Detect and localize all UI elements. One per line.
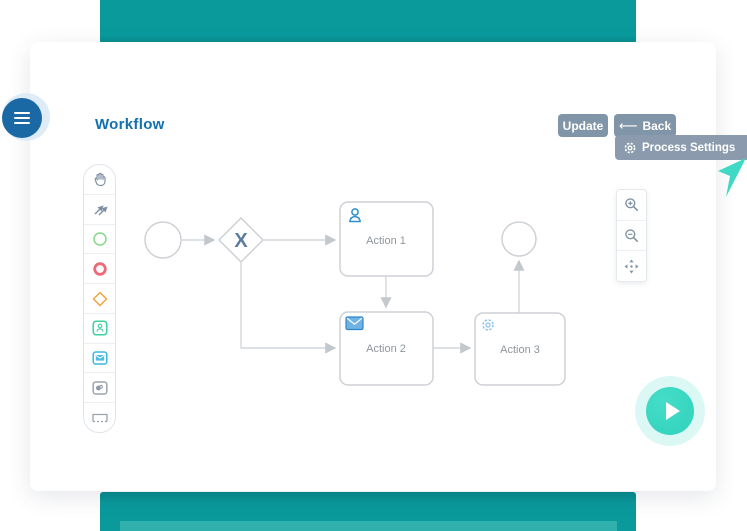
gear-icon <box>624 142 636 153</box>
zoom-in-icon <box>625 198 638 212</box>
palette-item-send-task[interactable] <box>84 342 115 373</box>
start-event-icon <box>92 232 107 246</box>
palette-item-service-task[interactable] <box>84 372 115 402</box>
palette-item-participant[interactable] <box>84 402 115 432</box>
palette-item-user-task[interactable] <box>84 312 115 343</box>
fit-viewport-icon <box>624 259 639 274</box>
play-icon <box>665 402 680 420</box>
send-task-icon <box>91 351 108 365</box>
palette-item-end-event[interactable] <box>84 253 115 283</box>
end-event-icon <box>92 262 107 276</box>
palette-item-connect-tool[interactable] <box>84 193 115 224</box>
zoom-out-button[interactable] <box>617 219 646 251</box>
zoom-out-icon <box>625 229 638 242</box>
shape-palette <box>83 164 116 433</box>
cursor-arrow-icon <box>718 158 746 197</box>
process-settings-label: Process Settings <box>642 141 736 154</box>
fit-viewport-button[interactable] <box>617 250 646 282</box>
back-button-label: Back <box>642 118 672 133</box>
node-action-1[interactable]: Action 1 <box>339 201 434 277</box>
edge-gateway-action2 <box>240 262 337 354</box>
service-gear-icon <box>482 319 494 331</box>
node-label: Action 3 <box>500 344 540 356</box>
node-action-2[interactable]: Action 2 <box>339 311 434 386</box>
node-start-event[interactable] <box>144 221 182 259</box>
palette-item-start-event[interactable] <box>84 223 115 254</box>
palette-item-gateway[interactable] <box>84 283 115 313</box>
update-button[interactable]: Update <box>558 114 608 137</box>
workflow-canvas: X Action 1 Action 2 <box>144 201 566 386</box>
palette-item-hand-tool[interactable] <box>84 165 115 194</box>
participant-icon <box>91 413 108 422</box>
gateway-icon <box>92 291 107 306</box>
top-accent-band <box>100 0 636 44</box>
process-settings-button[interactable]: Process Settings <box>615 135 747 160</box>
envelope-icon <box>345 316 364 331</box>
menu-button[interactable] <box>2 98 42 138</box>
user-task-icon <box>91 320 108 336</box>
bottom-accent-strip <box>120 521 617 531</box>
update-button-label: Update <box>562 118 604 133</box>
zoom-in-button[interactable] <box>617 190 646 220</box>
back-button[interactable]: ⟵ Back <box>614 114 676 137</box>
hamburger-icon <box>14 112 30 114</box>
service-task-icon <box>91 381 108 395</box>
node-label: Action 2 <box>366 343 406 355</box>
hand-tool-icon <box>94 173 106 187</box>
user-icon <box>349 208 361 223</box>
node-end-event[interactable] <box>501 221 537 257</box>
gateway-x-label: X <box>234 230 248 252</box>
node-action-3[interactable]: Action 3 <box>474 312 566 386</box>
zoom-controls <box>616 189 647 282</box>
back-arrow-icon: ⟵ <box>618 118 638 133</box>
play-button[interactable] <box>646 387 694 435</box>
node-label: Action 1 <box>366 235 406 247</box>
page-title: Workflow <box>95 116 165 133</box>
connect-tool-icon <box>94 205 108 216</box>
node-gateway[interactable]: X <box>217 216 265 264</box>
